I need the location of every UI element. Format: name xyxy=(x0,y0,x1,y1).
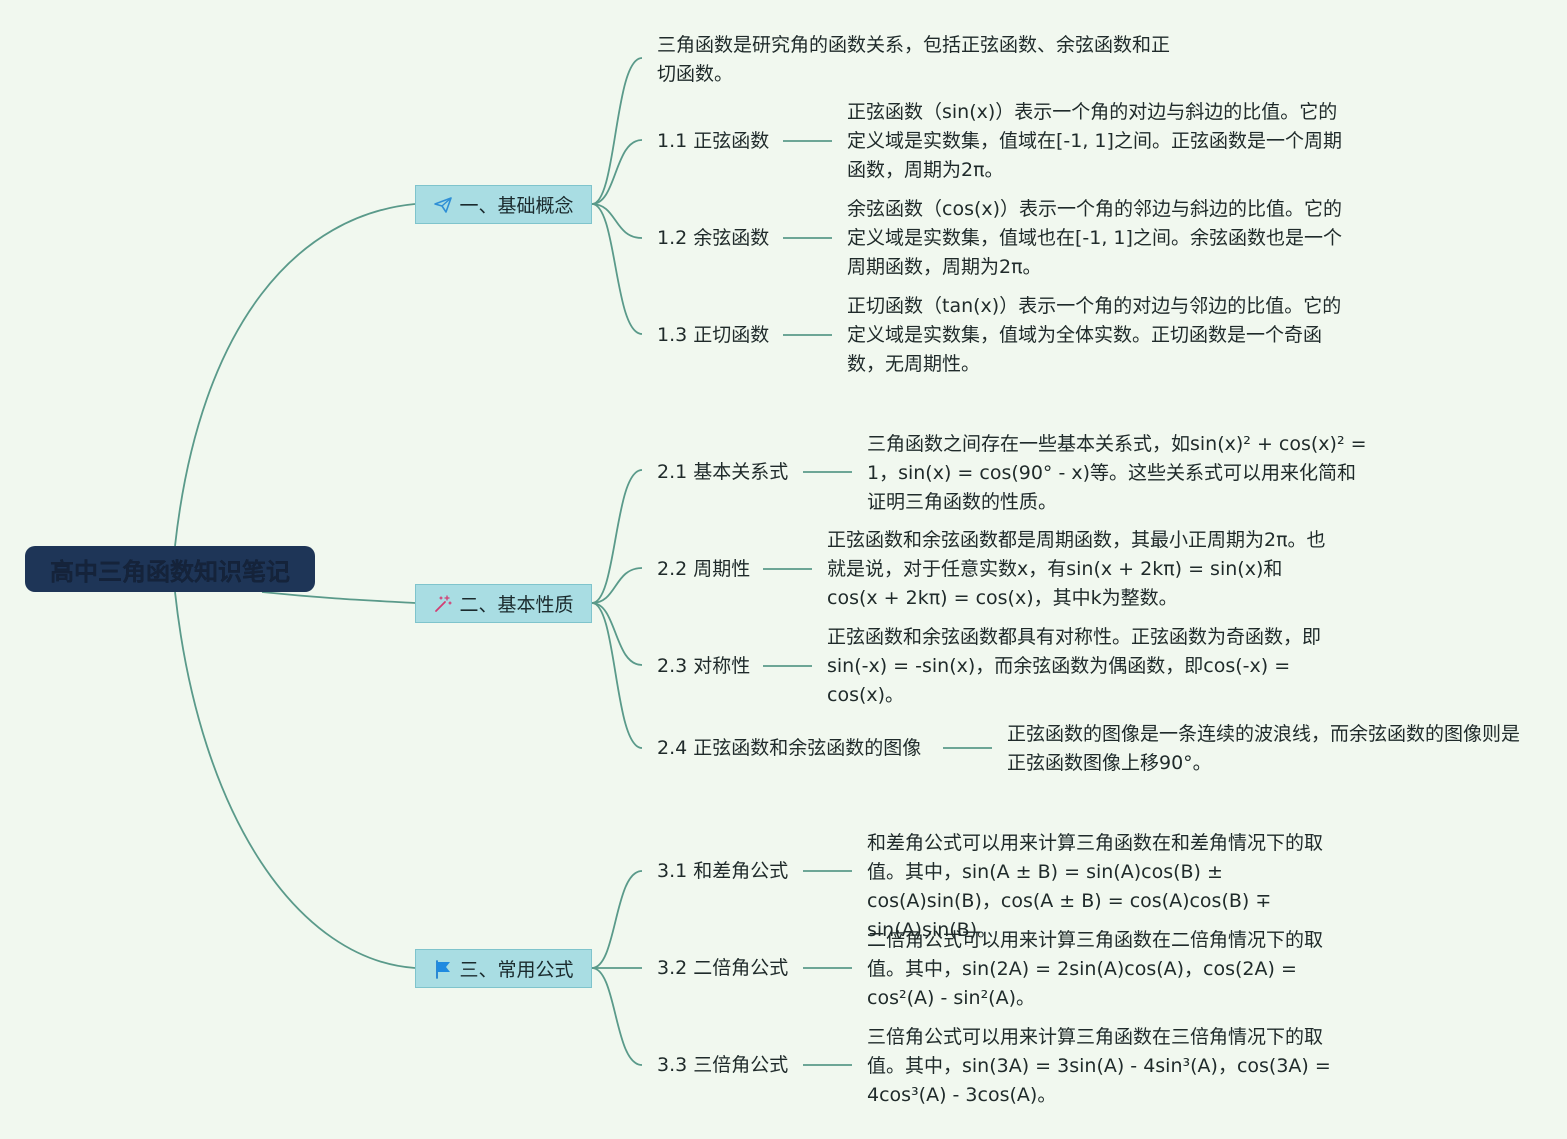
item-desc-1-3: 正切函数（tan(x)）表示一个角的对边与邻边的比值。它的定义域是实数集，值域为… xyxy=(847,295,1342,375)
item-label-3-3[interactable]: 3.3 三倍角公式 xyxy=(657,1054,789,1076)
item-label-2-2[interactable]: 2.2 周期性 xyxy=(657,558,751,580)
section-node-basic-concepts[interactable]: 一、基础概念 xyxy=(415,185,592,224)
connector-section-3-item-3 xyxy=(591,967,643,1066)
item-desc-2-2: 正弦函数和余弦函数都是周期函数，其最小正周期为2π。也就是说，对于任意实数x，有… xyxy=(827,529,1326,609)
item-desc-2-3: 正弦函数和余弦函数都具有对称性。正弦函数为奇函数，即sin(-x) = -sin… xyxy=(827,626,1322,706)
paper-plane-icon xyxy=(434,196,453,213)
section-node-basic-properties[interactable]: 二、基本性质 xyxy=(415,584,592,623)
item-label-3-1[interactable]: 3.1 和差角公式 xyxy=(657,860,789,882)
item-desc-3-1: 和差角公式可以用来计算三角函数在和差角情况下的取值。其中，sin(A ± B) … xyxy=(867,832,1324,941)
connector-section-2-item-4 xyxy=(591,602,643,749)
item-desc-1-1: 正弦函数（sin(x)）表示一个角的对边与斜边的比值。它的定义域是实数集，值域在… xyxy=(847,101,1342,181)
section-label: 一、基础概念 xyxy=(459,195,574,217)
item-label-2-3[interactable]: 2.3 对称性 xyxy=(657,655,751,677)
root-node[interactable]: 高中三角函数知识笔记 xyxy=(25,546,315,592)
item-desc-3-3: 三倍角公式可以用来计算三角函数在三倍角情况下的取值。其中，sin(3A) = 3… xyxy=(867,1026,1331,1106)
connector-section-1-item-3 xyxy=(591,203,643,239)
item-label-1-2[interactable]: 1.2 余弦函数 xyxy=(657,227,770,249)
item-desc-1-2: 余弦函数（cos(x)）表示一个角的邻边与斜边的比值。它的定义域是实数集，值域也… xyxy=(847,198,1343,278)
item-desc-3-2: 二倍角公式可以用来计算三角函数在二倍角情况下的取值。其中，sin(2A) = 2… xyxy=(867,929,1324,1009)
item-label-2-4[interactable]: 2.4 正弦函数和余弦函数的图像 xyxy=(657,737,922,759)
item-label-1-3[interactable]: 1.3 正切函数 xyxy=(657,324,770,346)
magic-wand-icon xyxy=(435,594,453,612)
connector-section-1-item-1 xyxy=(591,57,643,205)
connector-section-2-item-1 xyxy=(591,469,643,604)
item-label-1-1[interactable]: 1.1 正弦函数 xyxy=(657,130,770,152)
section-intro: 三角函数是研究角的函数关系，包括正弦函数、余弦函数和正切函数。 xyxy=(657,34,1171,85)
section-label: 三、常用公式 xyxy=(459,959,574,981)
connector-section-1-item-2 xyxy=(591,139,643,205)
item-label-3-2[interactable]: 3.2 二倍角公式 xyxy=(657,957,789,979)
connector-root-section-2 xyxy=(261,591,416,604)
connector-section-1-item-4 xyxy=(591,203,643,335)
connector-root-section-3 xyxy=(174,591,416,969)
flag-icon xyxy=(436,959,451,979)
item-desc-2-4: 正弦函数的图像是一条连续的波浪线，而余弦函数的图像则是正弦函数图像上移90°。 xyxy=(1007,723,1521,774)
connector-section-2-item-3 xyxy=(591,602,643,666)
item-desc-2-1: 三角函数之间存在一些基本关系式，如sin(x)² + cos(x)² = 1，s… xyxy=(867,433,1367,513)
root-title: 高中三角函数知识笔记 xyxy=(50,557,290,586)
section-node-common-formulas[interactable]: 三、常用公式 xyxy=(415,949,592,988)
item-label-2-1[interactable]: 2.1 基本关系式 xyxy=(657,461,789,483)
connector-section-3-item-1 xyxy=(591,870,643,969)
connector-section-2-item-2 xyxy=(591,567,643,604)
section-label: 二、基本性质 xyxy=(459,594,574,616)
connector-root-section-1 xyxy=(174,203,416,547)
